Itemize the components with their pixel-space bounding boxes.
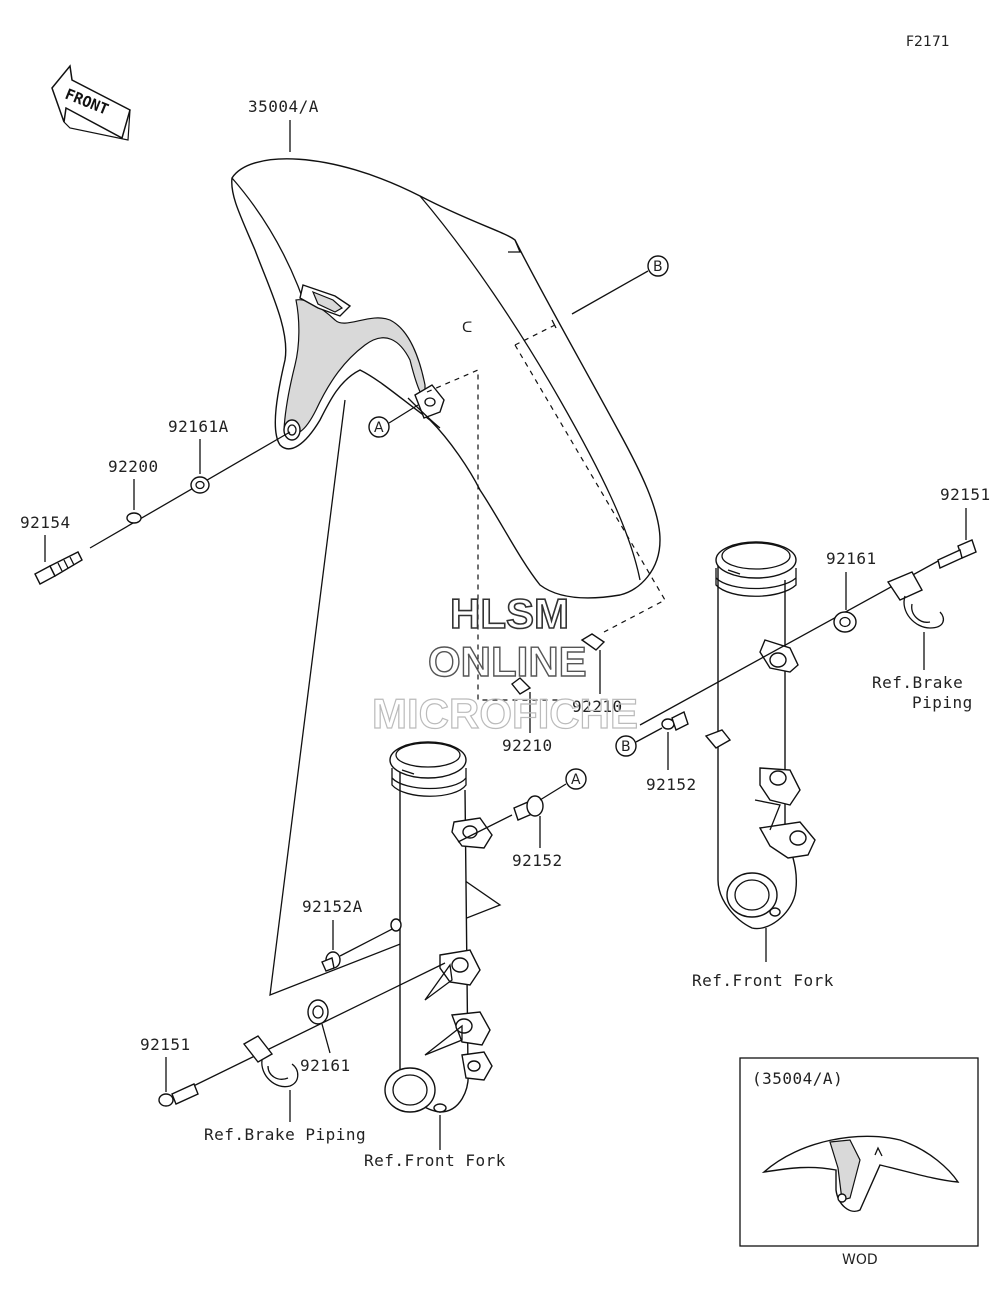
marker-b-upper-text: B <box>653 259 663 275</box>
left-front-fork <box>384 741 493 1150</box>
callout-92151-left: 92151 <box>140 1035 191 1054</box>
leader-92152a <box>339 924 401 957</box>
callout-92210-lower: 92210 <box>502 736 553 755</box>
callout-92200: 92200 <box>108 457 159 476</box>
leader-right-stack <box>639 559 941 726</box>
bolt-92151-right <box>937 539 977 569</box>
bolt-92151-left <box>158 1083 199 1107</box>
small-clip-mark: ᑕ <box>462 320 472 336</box>
brake-clamp-right <box>886 571 945 629</box>
diagram-id: F2171 <box>906 34 950 50</box>
callout-92152a: 92152A <box>302 897 363 916</box>
leader-left-lower-stack <box>174 962 446 1096</box>
callout-92154: 92154 <box>20 513 71 532</box>
front-arrow-icon: FRONT <box>51 64 131 141</box>
bolt-92154 <box>34 551 83 585</box>
clip-92210-lower <box>511 677 532 695</box>
ref-front-fork-left: Ref.Front Fork <box>364 1151 506 1170</box>
ref-brake-piping-right-1: Ref.Brake <box>872 673 963 692</box>
callout-92161-right: 92161 <box>826 549 877 568</box>
right-front-fork <box>704 541 816 962</box>
marker-a-lower <box>565 768 587 790</box>
marker-b-lower <box>615 735 637 757</box>
ref-brake-piping-left: Ref.Brake Piping <box>204 1125 366 1144</box>
callout-92161a: 92161A <box>168 417 229 436</box>
marker-a-upper <box>368 416 390 438</box>
dash-line-a <box>426 369 560 701</box>
callout-92161-left: 92161 <box>300 1056 351 1075</box>
watermark-line1: HLSM <box>450 590 569 637</box>
collar-92161-right <box>833 611 857 633</box>
inset-title: (35004/A) <box>752 1069 843 1088</box>
bolt-92152-right <box>661 711 689 731</box>
marker-b-lower-text: B <box>621 739 631 755</box>
inset-caption: WOD <box>842 1252 878 1268</box>
callout-92210-upper: 92210 <box>572 697 623 716</box>
leader-center-bolt <box>457 814 513 843</box>
bolt-92152-center <box>513 795 544 821</box>
clip-92210-upper <box>580 633 606 651</box>
front-fender: ᑕ <box>231 158 661 599</box>
leader-left-stack <box>89 431 291 549</box>
hole-fork-left <box>390 918 402 932</box>
callout-92151-right: 92151 <box>940 485 991 504</box>
watermark: HLSM ONLINE MICROFICHE <box>371 589 638 737</box>
watermark-line2: ONLINE <box>428 638 587 685</box>
callout-35004a: 35004/A <box>248 97 319 116</box>
inset-variant-box: (35004/A) WOD <box>739 1057 979 1268</box>
ref-brake-piping-right-2: Piping <box>912 693 973 712</box>
watermark-line3: MICROFICHE <box>372 690 638 737</box>
washer-92200 <box>126 512 142 524</box>
bolt-92152a <box>321 951 341 972</box>
callout-92152-right: 92152 <box>646 775 697 794</box>
marker-a-lower-text: A <box>571 772 581 788</box>
ref-front-fork-right: Ref.Front Fork <box>692 971 834 990</box>
brake-clamp-left <box>242 1035 299 1088</box>
marker-a-upper-text: A <box>374 420 384 436</box>
collar-92161a <box>190 476 210 494</box>
marker-b-upper <box>647 255 669 277</box>
dash-line-b <box>514 324 556 346</box>
dash-line-b2 <box>514 344 666 633</box>
callout-92152-center: 92152 <box>512 851 563 870</box>
collar-92161-left <box>307 999 329 1025</box>
